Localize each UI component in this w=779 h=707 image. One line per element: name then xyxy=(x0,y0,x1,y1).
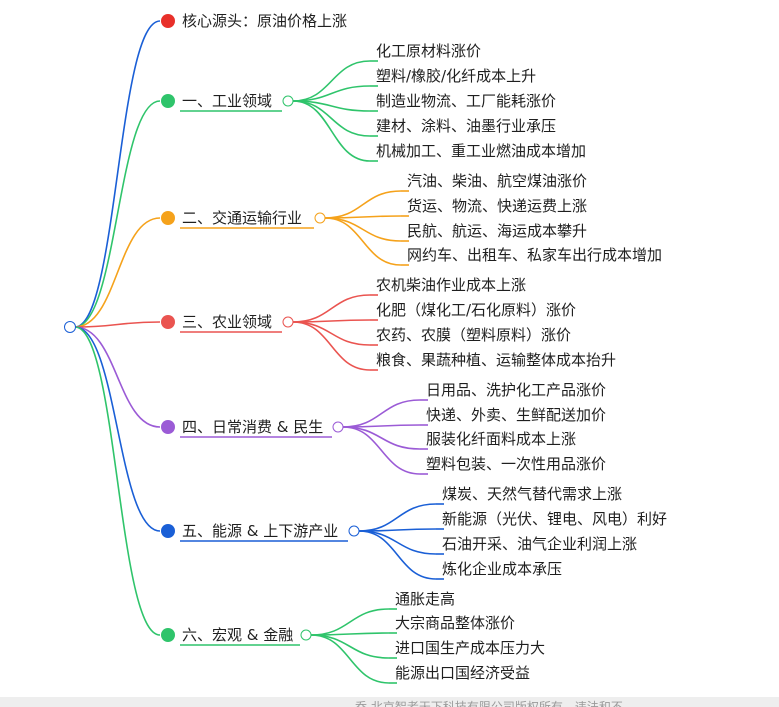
leaf-node-label: 石油开采、油气企业利润上涨 xyxy=(442,535,638,553)
branch-node-dot[interactable] xyxy=(161,94,175,108)
leaf-connector xyxy=(292,294,371,323)
leaf-node-label: 民航、航运、海运成本攀升 xyxy=(407,222,588,240)
leaf-node-label: 新能源（光伏、锂电、风电）利好 xyxy=(442,510,668,528)
leaf-connector xyxy=(292,321,371,346)
branch-node-label: 三、农业领域 xyxy=(182,313,273,331)
core-node-label: 核心源头：原油价格上涨 xyxy=(182,12,348,30)
leaf-node-label: 制造业物流、工厂能耗涨价 xyxy=(376,92,557,110)
branch-connector xyxy=(74,321,161,328)
leaf-node-label: 化工原材料涨价 xyxy=(376,42,482,60)
leaf-node-label: 建材、涂料、油墨行业承压 xyxy=(376,117,557,135)
leaf-connector xyxy=(292,321,371,371)
leaf-node-label: 能源出口国经济受益 xyxy=(395,664,531,682)
leaf-node-label: 机械加工、重工业燃油成本增加 xyxy=(376,142,587,160)
branch-node-dot[interactable] xyxy=(161,211,175,225)
branch-connector xyxy=(74,217,161,328)
branch-node-label: 一、工业领域 xyxy=(182,92,273,110)
branch-node-label: 五、能源 & 上下游产业 xyxy=(182,522,339,540)
leaf-node-label: 日用品、洗护化工产品涨价 xyxy=(426,381,607,399)
footer-text: 乔 北京智者天下科技有限公司版权所有，违法和不 xyxy=(355,700,623,707)
branch-collapse-handle[interactable] xyxy=(348,525,360,537)
leaf-connector xyxy=(358,530,437,555)
leaf-node-label: 化肥（煤化工/石化原料）涨价 xyxy=(376,301,577,319)
leaf-connector xyxy=(310,634,390,659)
leaf-connector xyxy=(310,608,390,636)
leaf-node-label: 服装化纤面料成本上涨 xyxy=(426,430,577,448)
leaf-node-label: 大宗商品整体涨价 xyxy=(395,614,516,632)
branch-connector xyxy=(74,326,161,636)
leaf-connector xyxy=(292,85,371,102)
leaf-node-label: 炼化企业成本承压 xyxy=(442,560,563,578)
branch-node-dot[interactable] xyxy=(161,628,175,642)
leaf-connector xyxy=(324,190,402,219)
core-connector xyxy=(74,20,161,328)
branch-connector xyxy=(74,326,161,532)
leaf-node-label: 农机柴油作业成本上涨 xyxy=(376,276,527,294)
branch-node-dot[interactable] xyxy=(161,315,175,329)
branch-collapse-handle[interactable] xyxy=(332,421,344,433)
branch-node-dot[interactable] xyxy=(161,420,175,434)
leaf-node-label: 塑料包装、一次性用品涨价 xyxy=(426,455,607,473)
leaf-node-label: 汽油、柴油、航空煤油涨价 xyxy=(407,172,588,190)
branch-collapse-handle[interactable] xyxy=(300,629,312,641)
branch-node-label: 二、交通运输行业 xyxy=(182,209,303,227)
leaf-node-label: 煤炭、天然气替代需求上涨 xyxy=(442,485,623,503)
branch-node-label: 四、日常消费 & 民生 xyxy=(182,418,324,436)
leaf-node-label: 货运、物流、快递运费上涨 xyxy=(407,197,588,215)
leaf-node-label: 粮食、果蔬种植、运输整体成本抬升 xyxy=(376,351,617,369)
leaf-node-label: 塑料/橡胶/化纤成本上升 xyxy=(376,67,537,85)
branch-collapse-handle[interactable] xyxy=(282,316,294,328)
leaf-connector xyxy=(342,399,421,428)
leaf-connector xyxy=(292,60,371,102)
leaf-connector xyxy=(324,217,402,266)
leaf-connector xyxy=(342,426,421,450)
core-node-dot[interactable] xyxy=(161,14,175,28)
leaf-node-label: 进口国生产成本压力大 xyxy=(395,639,546,657)
leaf-connector xyxy=(324,217,402,242)
branch-collapse-handle[interactable] xyxy=(314,212,326,224)
leaf-node-label: 快递、外卖、生鲜配送加价 xyxy=(426,406,607,424)
leaf-connector xyxy=(342,426,421,475)
branch-collapse-handle[interactable] xyxy=(282,95,294,107)
branch-node-label: 六、宏观 & 金融 xyxy=(182,626,294,644)
footer-strip: 乔 北京智者天下科技有限公司版权所有，违法和不 xyxy=(0,697,779,707)
leaf-node-label: 农药、农膜（塑料原料）涨价 xyxy=(376,326,572,344)
leaf-connector xyxy=(310,634,390,684)
leaf-connector xyxy=(358,530,437,580)
root-node xyxy=(64,321,76,333)
branch-node-dot[interactable] xyxy=(161,524,175,538)
leaf-node-label: 通胀走高 xyxy=(395,590,456,608)
branch-connector xyxy=(74,100,161,328)
leaf-connector xyxy=(292,100,371,162)
leaf-node-label: 网约车、出租车、私家车出行成本增加 xyxy=(407,246,663,264)
branch-connector xyxy=(74,326,161,428)
leaf-connector xyxy=(358,503,437,532)
